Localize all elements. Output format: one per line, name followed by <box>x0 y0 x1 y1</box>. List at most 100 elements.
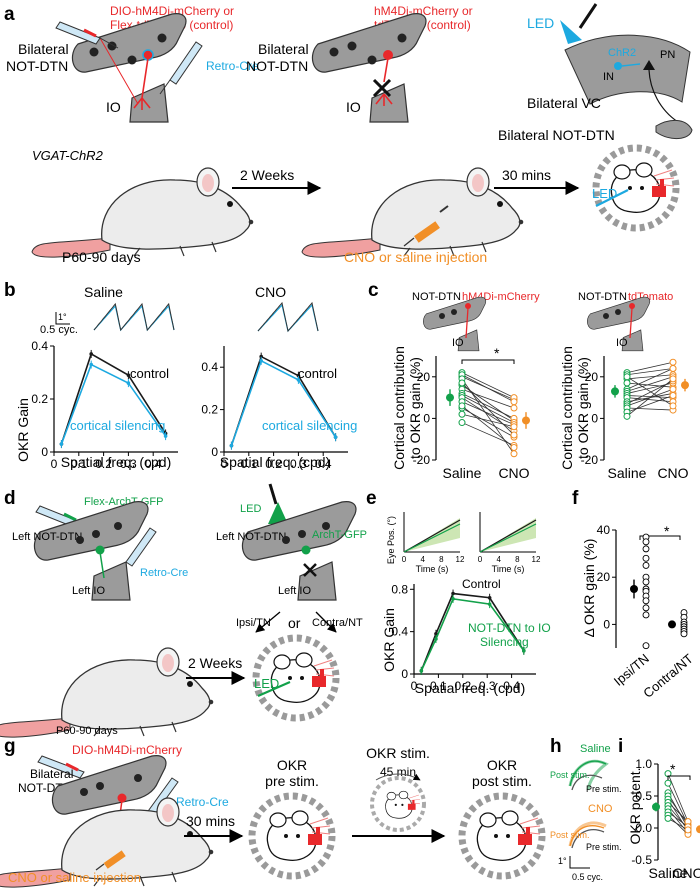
data-point <box>642 561 650 569</box>
x-tick-label: Contra/NT <box>640 651 696 701</box>
mean-point <box>522 416 530 425</box>
pair-line <box>626 395 674 398</box>
mean-point <box>446 393 454 402</box>
data-point <box>669 385 677 393</box>
c-not1: NOT-DTN <box>412 291 461 303</box>
d-left-io: Left IO <box>72 585 105 597</box>
pipette-icon <box>37 755 85 779</box>
data-point <box>451 591 455 596</box>
x-tick-label: 0.3 <box>290 457 307 471</box>
x-tick-label: 0.2 <box>95 457 112 471</box>
data-point <box>59 442 64 446</box>
b-scale-h: 0.5 cyc. <box>40 324 78 336</box>
x-tick-label: 0.4 <box>503 679 520 693</box>
a-retro-cre: Retro-Cre <box>206 59 259 73</box>
mean-point <box>630 585 638 593</box>
e-ylabel: OKR Gain <box>381 608 397 672</box>
x-tick-label: 0.4 <box>145 457 162 471</box>
g-okr1-l2: pre stim. <box>265 773 319 789</box>
data-point <box>458 419 466 427</box>
c-io1: IO <box>452 337 464 349</box>
a-age-label: P60-90 days <box>62 249 141 265</box>
x-tick-label: Ipsi/TN <box>611 651 652 689</box>
a-led-label: LED <box>527 15 554 31</box>
a-not-dtn2-label: NOT-DTN <box>246 58 308 74</box>
data-point <box>623 412 631 420</box>
x-tick-label: 0 <box>221 457 228 471</box>
x-tick-label: 0 <box>51 457 58 471</box>
b-scale-v: 1° <box>58 312 67 322</box>
pair-line <box>461 393 515 419</box>
data-point <box>510 431 518 439</box>
panel-h: h Saline Post stim. Pre stim. CNO Post s… <box>550 736 622 882</box>
data-point <box>487 595 492 600</box>
h-saline: Saline <box>580 743 611 755</box>
x-tick-label: 0.2 <box>454 679 471 693</box>
data-point <box>642 604 650 612</box>
d-contra: Contra/NT <box>312 617 363 629</box>
y-tick-label: 0.5 <box>635 789 652 803</box>
data-point <box>623 373 631 381</box>
d-ipsi: Ipsi/TN <box>236 617 271 629</box>
g-retro: Retro-Cre <box>176 795 229 809</box>
g-okr1-l1: OKR <box>277 757 307 773</box>
d-left-io2: Left IO <box>278 585 311 597</box>
io-slice-icon <box>369 83 409 123</box>
data-point <box>510 444 518 452</box>
e-eyepos: Eye Pos. (°) <box>386 516 396 564</box>
data-point <box>126 381 131 385</box>
a-cno-label: CNO or saline injection <box>344 249 487 265</box>
data-point <box>623 379 631 387</box>
led-icon <box>268 502 288 524</box>
data-point <box>458 379 466 387</box>
pair-line <box>667 818 689 831</box>
a-inj2-line1: hM4Di-mCherry or <box>374 4 473 18</box>
g-okr3-l2: post stim. <box>472 773 532 789</box>
data-point <box>642 642 650 650</box>
x-axis-label: Time (s) <box>416 564 449 574</box>
panel-label-e: e <box>366 488 377 509</box>
x-tick-label: 4 <box>420 555 425 564</box>
d-retro: Retro-Cre <box>140 567 188 579</box>
x-tick-label: CNO <box>672 865 700 881</box>
b-xlabel-2: Spatial freq. (cpd) <box>220 454 331 470</box>
data-point <box>669 358 677 366</box>
g-mins: 30 mins <box>186 813 235 829</box>
mean-point <box>668 620 676 629</box>
data-point <box>434 637 438 641</box>
y-tick-label: 0 <box>591 411 598 425</box>
y-tick-label: 0 <box>211 445 218 459</box>
x-tick-label: 8 <box>439 555 444 564</box>
y-tick-label: 0 <box>401 667 408 681</box>
data-point <box>669 392 677 400</box>
mouse-icon <box>301 167 524 258</box>
h-post1: Post stim. <box>550 770 590 780</box>
data-point <box>296 373 301 378</box>
syringe-icon <box>95 850 126 871</box>
data-point <box>669 375 677 383</box>
mouse-icon <box>0 647 214 738</box>
y-tick-label: -0.5 <box>631 853 652 867</box>
d-left-not: Left NOT-DTN <box>12 531 82 543</box>
y-tick-label: -20 <box>581 453 599 467</box>
y-tick-label: 0.2 <box>201 403 218 417</box>
pair-line <box>667 795 689 826</box>
series-line <box>60 363 167 445</box>
d-left-not2: Left NOT-DTN <box>216 531 286 543</box>
y-tick-label: 0 <box>603 617 610 631</box>
a-not-dtn-label: NOT-DTN <box>6 58 68 74</box>
pair-line <box>626 368 674 390</box>
x-tick-label: Saline <box>443 465 482 481</box>
panel-g: g DIO-hM4Di-mCherry Bilateral NOT-DTN IO… <box>0 736 542 888</box>
g-dio: DIO-hM4Di-mCherry <box>72 743 182 757</box>
pair-line <box>667 773 689 822</box>
data-point <box>419 669 424 673</box>
x-tick-label: 0 <box>402 555 407 564</box>
io-slice-icon <box>129 83 169 123</box>
